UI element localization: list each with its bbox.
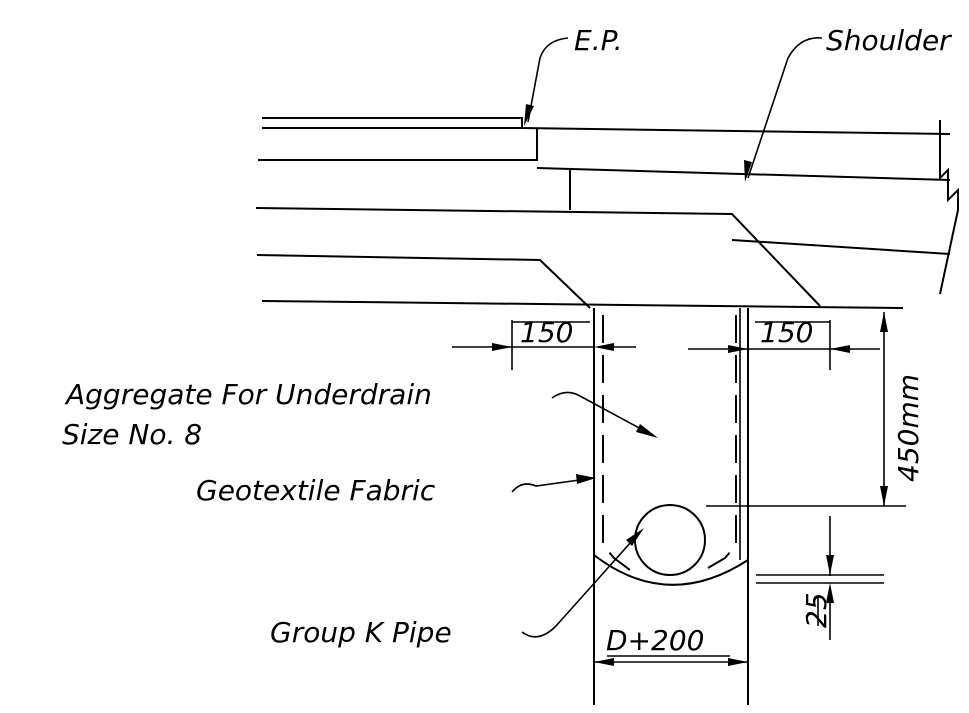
aggregate-label-line2: Size No. 8 <box>62 418 202 451</box>
pipe-label: Group K Pipe <box>270 616 452 649</box>
dimension-graphics <box>452 312 906 666</box>
left-offset-dimension: 150 <box>520 316 573 349</box>
bedding-dimension: 25 <box>800 592 833 628</box>
geotextile-label: Geotextile Fabric <box>196 474 436 507</box>
pavement-layers <box>255 117 959 309</box>
shoulder-label: Shoulder <box>826 24 952 57</box>
depth-dimension: 450mm <box>892 374 925 482</box>
aggregate-label-line1: Aggregate For Underdrain <box>64 378 432 411</box>
right-offset-dimension: 150 <box>760 316 813 349</box>
trench-width-dimension: D+200 <box>606 624 704 657</box>
leader-lines <box>511 37 823 638</box>
ep-label: E.P. <box>574 24 623 57</box>
pipe-circle <box>634 504 706 576</box>
